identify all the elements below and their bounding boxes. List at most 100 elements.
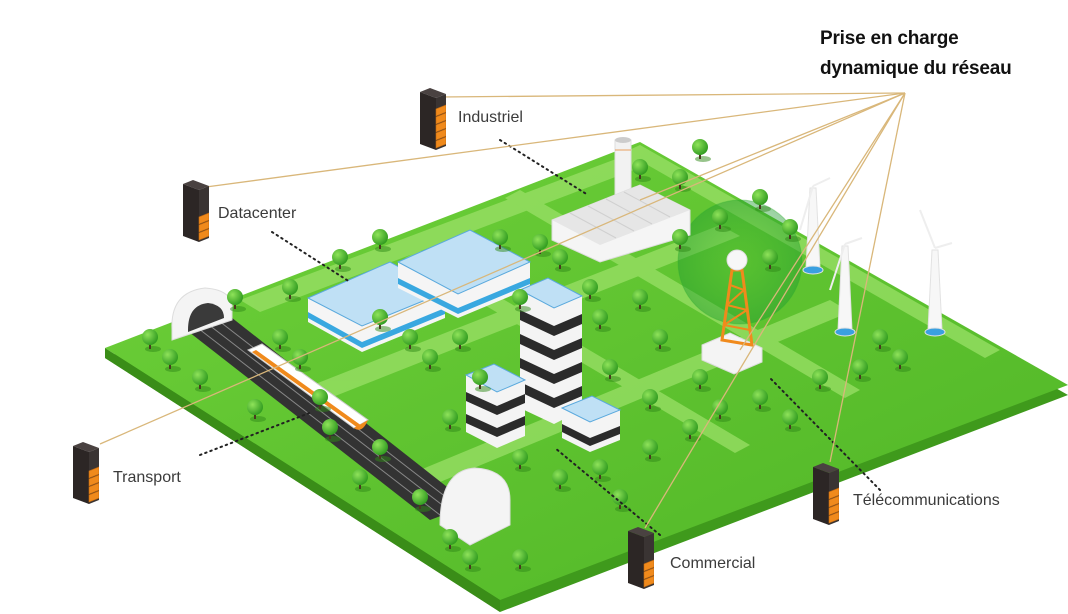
trees: [142, 139, 911, 572]
tree: [552, 469, 571, 492]
node-label-datacenter: Datacenter: [218, 205, 297, 222]
node-label-commercial: Commercial: [670, 555, 756, 572]
battery-icon: [628, 527, 654, 589]
factory: [551, 137, 691, 263]
tree: [442, 409, 461, 432]
tree: [652, 329, 671, 352]
tree: [272, 329, 291, 352]
tree: [352, 469, 371, 492]
battery-icon: [813, 463, 839, 525]
battery-icon: [420, 88, 446, 150]
pointer-commercial: [554, 447, 661, 536]
battery-cell: [198, 228, 209, 241]
battery-cell: [88, 482, 99, 495]
office-tower-tall: [518, 277, 584, 424]
tunnel-entrance: [171, 287, 233, 341]
node-label-telecom: Télécommunications: [853, 492, 1000, 509]
tree: [282, 279, 301, 302]
tree: [422, 349, 441, 372]
pointer-lines: [199, 139, 881, 536]
battery-cell: [643, 567, 654, 580]
tree: [162, 349, 181, 372]
battery-icon: [73, 442, 99, 504]
telecom-tower: [701, 249, 763, 375]
tree: [692, 369, 711, 392]
tree: [632, 159, 651, 182]
tree: [372, 439, 391, 462]
tree: [602, 359, 621, 382]
tree: [552, 249, 571, 272]
title-line-2: dynamique du réseau: [820, 58, 1012, 79]
battery-cell: [643, 575, 654, 588]
tree: [322, 419, 341, 442]
tree: [582, 279, 601, 302]
tree: [462, 549, 481, 572]
tree: [782, 409, 801, 432]
battery-icon: [183, 180, 209, 242]
tree: [512, 449, 531, 472]
tree: [452, 329, 471, 352]
tree: [892, 349, 911, 372]
tree: [782, 219, 801, 242]
link-datacenter: [205, 92, 906, 188]
battery-cell: [88, 490, 99, 503]
tree: [762, 249, 781, 272]
battery-cell: [828, 495, 839, 508]
tree: [752, 189, 771, 212]
connection-lines: [99, 92, 906, 529]
tree: [472, 369, 491, 392]
tree: [752, 389, 771, 412]
tree: [592, 459, 611, 482]
solar-building-2: [396, 229, 532, 318]
tree: [332, 249, 351, 272]
pointer-transport: [199, 411, 313, 456]
tree: [642, 439, 661, 462]
node-label-industriel: Industriel: [458, 109, 523, 126]
tree: [227, 289, 246, 312]
link-telecom: [829, 92, 906, 463]
tree: [372, 309, 391, 332]
tree: [312, 389, 331, 412]
tree: [612, 489, 631, 512]
battery-cell: [828, 487, 839, 500]
tree: [512, 289, 531, 312]
link-industriel: [439, 92, 906, 98]
tree: [372, 229, 391, 252]
diagram-title: Prise en charge dynamique du réseau: [820, 24, 1012, 84]
link-transport: [99, 92, 906, 445]
tree: [712, 209, 731, 232]
title-line-1: Prise en charge: [820, 28, 959, 49]
tree: [632, 289, 651, 312]
battery-cell: [643, 559, 654, 572]
battery-cell: [435, 120, 446, 133]
battery-cell: [435, 104, 446, 117]
tunnel-exit: [439, 467, 511, 546]
office-building-low: [560, 395, 622, 452]
tree: [402, 329, 421, 352]
node-label-transport: Transport: [113, 469, 181, 486]
tree: [442, 529, 461, 552]
tree: [512, 549, 531, 572]
tree: [412, 489, 431, 512]
battery-cell: [828, 511, 839, 524]
tree: [192, 369, 211, 392]
tree: [692, 139, 711, 162]
link-commercial: [644, 92, 906, 529]
tree: [492, 229, 511, 252]
battery-cell: [435, 136, 446, 149]
tree: [592, 309, 611, 332]
wind-turbines: [799, 177, 953, 337]
tree: [672, 229, 691, 252]
battery-cell: [435, 128, 446, 141]
battery-cell: [198, 220, 209, 233]
battery-cell: [88, 466, 99, 479]
tree: [142, 329, 161, 352]
battery-cell: [198, 212, 209, 225]
tree: [812, 369, 831, 392]
tree: [852, 359, 871, 382]
tree: [642, 389, 661, 412]
link-tower: [739, 92, 906, 351]
battery-cell: [88, 474, 99, 487]
pointer-datacenter: [271, 231, 351, 283]
